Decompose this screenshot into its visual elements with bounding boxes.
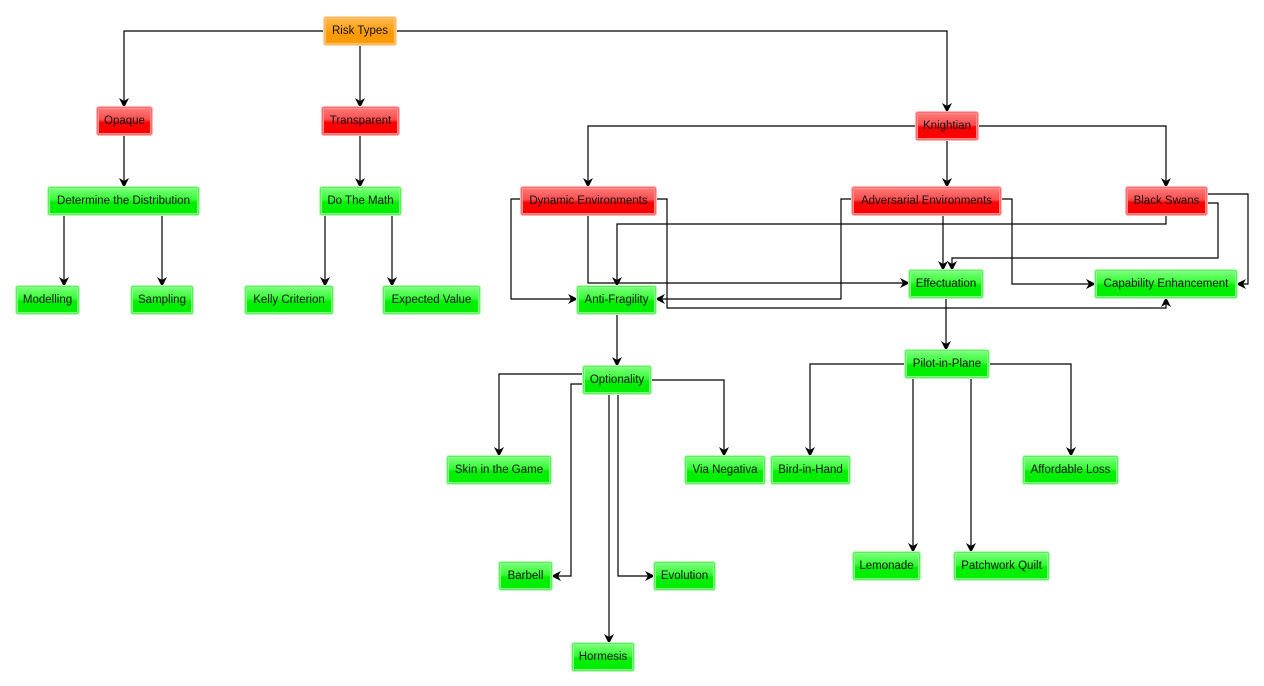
node-label: Black Swans xyxy=(1133,195,1200,207)
node-hormesis[interactable]: Hormesis xyxy=(572,643,634,671)
node-label: Hormesis xyxy=(578,651,628,663)
node-label: Expected Value xyxy=(391,294,472,306)
node-optionality[interactable]: Optionality xyxy=(583,366,651,394)
edge-pilot-in-plane-to-bird-in-hand xyxy=(805,363,905,457)
node-label: Anti-Fragility xyxy=(584,294,649,306)
node-kelly-criterion[interactable]: Kelly Criterion xyxy=(245,286,333,314)
edge-knightian-to-black-swans xyxy=(978,125,1171,188)
node-label: Evolution xyxy=(660,570,709,582)
node-patchwork-quilt[interactable]: Patchwork Quilt xyxy=(954,552,1049,580)
node-sampling[interactable]: Sampling xyxy=(131,286,193,314)
edge-optionality-to-evolution xyxy=(617,394,655,581)
node-label: Dynamic Environments xyxy=(529,195,648,207)
edge-adversarial-env-to-capability-enhancement xyxy=(1001,198,1096,289)
node-label: Via Negativa xyxy=(692,464,758,476)
node-label: Pilot-in-Plane xyxy=(912,358,982,370)
node-capability-enhancement[interactable]: Capability Enhancement xyxy=(1095,270,1237,298)
node-label: Knightian xyxy=(923,120,971,132)
node-pilot-in-plane[interactable]: Pilot-in-Plane xyxy=(905,350,989,378)
node-label: Optionality xyxy=(589,374,645,386)
node-label: Bird-in-Hand xyxy=(778,464,843,476)
node-label: Do The Math xyxy=(327,195,394,207)
node-black-swans[interactable]: Black Swans xyxy=(1126,187,1207,215)
node-skin-in-the-game[interactable]: Skin in the Game xyxy=(447,456,551,484)
node-knightian[interactable]: Knightian xyxy=(916,112,978,140)
edge-dynamic-env-to-anti-fragility xyxy=(510,198,578,304)
node-label: Modelling xyxy=(22,294,73,306)
node-label: Transparent xyxy=(329,115,392,127)
node-evolution[interactable]: Evolution xyxy=(654,562,715,590)
edge-adversarial-env-to-anti-fragility xyxy=(655,198,852,304)
node-label: Determine the Distribution xyxy=(57,195,190,207)
node-label: Risk Types xyxy=(331,25,389,37)
node-label: Kelly Criterion xyxy=(253,294,325,306)
node-anti-fragility[interactable]: Anti-Fragility xyxy=(577,286,656,314)
edge-optionality-to-via-negativa xyxy=(651,379,729,457)
node-label: Skin in the Game xyxy=(454,464,544,476)
edge-pilot-in-plane-to-affordable-loss xyxy=(989,363,1076,457)
edge-black-swans-to-effectuation xyxy=(947,202,1219,271)
node-risk-types[interactable]: Risk Types xyxy=(324,17,396,45)
node-lemonade[interactable]: Lemonade xyxy=(853,552,920,580)
node-label: Opaque xyxy=(104,115,145,127)
node-do-the-math[interactable]: Do The Math xyxy=(320,187,401,215)
edge-black-swans-to-capability-enhancement xyxy=(1207,193,1249,289)
edge-dynamic-env-to-capability-enhancement xyxy=(656,198,1171,309)
node-label: Capability Enhancement xyxy=(1103,278,1229,290)
node-dynamic-env[interactable]: Dynamic Environments xyxy=(521,187,656,215)
node-bird-in-hand[interactable]: Bird-in-Hand xyxy=(771,456,850,484)
node-label: Affordable Loss xyxy=(1030,464,1111,476)
edge-optionality-to-barbell xyxy=(551,383,583,581)
node-label: Lemonade xyxy=(859,560,914,572)
edge-risk-types-to-opaque xyxy=(119,30,324,108)
edge-dynamic-env-to-effectuation xyxy=(587,215,910,288)
node-label: Barbell xyxy=(507,570,544,582)
node-label: Adversarial Environments xyxy=(860,195,993,207)
node-label: Effectuation xyxy=(915,278,977,290)
node-adversarial-env[interactable]: Adversarial Environments xyxy=(852,187,1001,215)
node-effectuation[interactable]: Effectuation xyxy=(909,270,983,298)
node-transparent[interactable]: Transparent xyxy=(322,107,399,135)
edge-black-swans-to-anti-fragility xyxy=(612,215,1167,287)
node-opaque[interactable]: Opaque xyxy=(97,107,152,135)
node-via-negativa[interactable]: Via Negativa xyxy=(685,456,765,484)
node-expected-value[interactable]: Expected Value xyxy=(383,286,480,314)
node-affordable-loss[interactable]: Affordable Loss xyxy=(1023,456,1118,484)
node-label: Patchwork Quilt xyxy=(961,560,1042,572)
node-determine-distribution[interactable]: Determine the Distribution xyxy=(48,187,199,215)
edge-risk-types-to-knightian xyxy=(396,30,952,113)
node-modelling[interactable]: Modelling xyxy=(16,286,79,314)
node-label: Sampling xyxy=(138,294,186,306)
node-barbell[interactable]: Barbell xyxy=(499,562,552,590)
edge-knightian-to-dynamic-env xyxy=(583,125,916,188)
edge-optionality-to-skin-in-the-game xyxy=(494,373,583,457)
